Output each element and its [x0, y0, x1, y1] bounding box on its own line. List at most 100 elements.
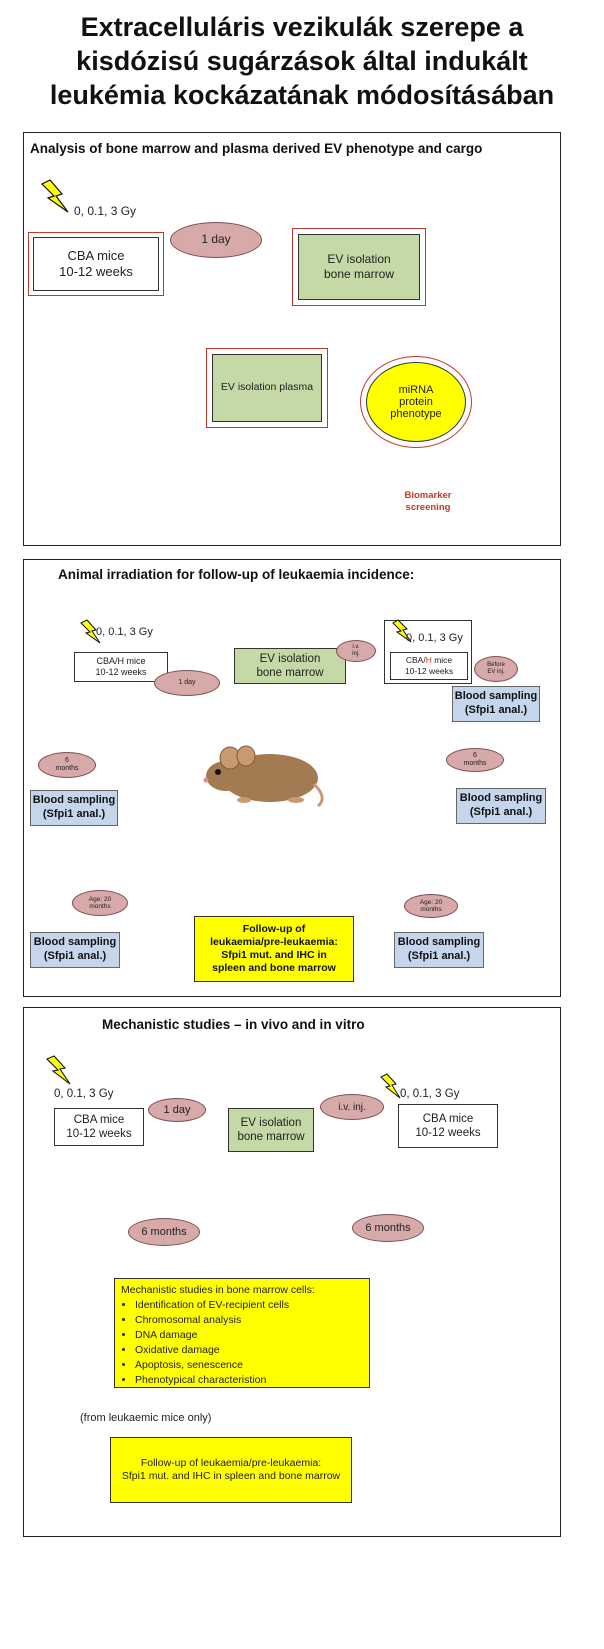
panel3-mice-left-line2: 10-12 weeks	[66, 1128, 132, 1140]
panel3-ev-line1: EV isolation	[240, 1116, 302, 1129]
age-line1: Age: 20	[88, 895, 112, 903]
panel3-iv-ellipse: i.v. inj.	[320, 1094, 384, 1120]
panel2-day-label: 1 day	[178, 679, 196, 687]
panel1-cargo-line1: miRNA	[398, 383, 434, 396]
panel1-ev-bm-frame	[292, 228, 426, 306]
panel1-ev-bm-box: EV isolation bone marrow	[298, 234, 420, 300]
panel2-age-ellipse-left: Age: 20 months	[72, 890, 128, 916]
panel2-iv-line2: inj.	[352, 651, 360, 657]
six-line2: months	[55, 765, 79, 772]
panel1-mice-box: CBA mice 10-12 weeks	[33, 237, 159, 291]
panel2-mice-right-prefix: CBA/	[405, 655, 426, 666]
panel3-mech-box: Mechanistic studies in bone marrow cells…	[114, 1278, 370, 1388]
panel3-mech-title: Mechanistic studies in bone marrow cells…	[121, 1284, 315, 1296]
blood-label: Blood sampling	[454, 690, 538, 703]
panel2-blood-box-right-bottom: Blood sampling (Sfpi1 anal.)	[394, 932, 484, 968]
panel3-six-ellipse-left: 6 months	[128, 1218, 200, 1246]
panel2-followup-line2: leukaemia/pre-leukaemia:	[210, 935, 338, 948]
blood-label: Blood sampling	[33, 936, 117, 949]
panel1-cargo-line2: protein	[399, 395, 433, 408]
panel1-cargo-ellipse: miRNA protein phenotype	[366, 362, 466, 442]
panel3-six-left-label: 6 months	[141, 1225, 187, 1238]
panel3-ev-line2: bone marrow	[237, 1131, 305, 1143]
panel2-followup-line1: Follow-up of	[242, 922, 306, 935]
age-line1: Age: 20	[419, 898, 443, 906]
panel2-mice-left-line2: 10-12 weeks	[95, 667, 147, 677]
panel3-day-ellipse: 1 day	[148, 1098, 206, 1122]
panel2-iv-line1: i.v.	[352, 644, 360, 651]
panel3-iv-label: i.v. inj.	[338, 1101, 366, 1113]
blood-label: Blood sampling	[32, 794, 116, 807]
blood-sub: (Sfpi1 anal.)	[43, 950, 107, 962]
blood-sub: (Sfpi1 anal.)	[42, 808, 106, 820]
blood-sub: (Sfpi1 anal.)	[464, 704, 528, 716]
panel1-ev-plasma-label: EV isolation plasma	[220, 381, 314, 394]
panel3-dose-right: 0, 0.1, 3 Gy	[400, 1088, 460, 1100]
panel2-followup-box: Follow-up of leukaemia/pre-leukaemia: Sf…	[194, 916, 354, 982]
panel1-day-ellipse: 1 day	[170, 222, 262, 258]
panel1-biomarker-label: Biomarker screening	[392, 484, 464, 520]
panel2-day-ellipse: 1 day	[154, 670, 220, 696]
title-line-1: Extracelluláris vezikulák szerepe a	[80, 12, 524, 42]
list-item: Apoptosis, senescence	[135, 1358, 289, 1373]
panel-ev-analysis	[23, 132, 561, 546]
panel2-mice-left-line1: CBA/H mice	[96, 655, 146, 666]
radiation-bolt-icon	[80, 619, 101, 644]
blood-sub: (Sfpi1 anal.)	[407, 950, 471, 962]
panel1-mice-frame	[28, 232, 164, 296]
panel1-mice-line2: 10-12 weeks	[59, 264, 133, 279]
panel1-ev-bm-line1: EV isolation	[327, 252, 391, 266]
panel1-ev-bm-line2: bone marrow	[323, 267, 395, 281]
panel1-mice-line1: CBA mice	[67, 247, 125, 263]
panel2-mice-left-box: CBA/H mice 10-12 weeks	[74, 652, 168, 682]
panel2-blood-box-left-mid: Blood sampling (Sfpi1 anal.)	[30, 790, 118, 826]
panel3-six-right-label: 6 months	[365, 1221, 411, 1234]
title-line-3: leukémia kockázatának módosításában	[49, 80, 555, 110]
panel2-followup-line4: spleen and bone marrow	[212, 962, 336, 975]
panel2-blood-box-right-top: Blood sampling (Sfpi1 anal.)	[452, 686, 540, 722]
six-line1: 6	[65, 757, 69, 765]
radiation-bolt-icon	[380, 1073, 401, 1099]
panel2-ev-box: EV isolation bone marrow	[234, 648, 346, 684]
radiation-bolt-icon	[46, 1055, 71, 1085]
panel2-blood-box-left-bottom: Blood sampling (Sfpi1 anal.)	[30, 932, 120, 968]
age-line2: months	[420, 906, 442, 913]
panel2-before-line1: Before	[487, 662, 505, 669]
six-line2: months	[463, 760, 487, 767]
radiation-bolt-icon	[392, 619, 412, 643]
panel2-mice-right-box: CBA/H mice 10-12 weeks	[390, 652, 468, 680]
panel2-before-ellipse: Before EV inj.	[474, 656, 518, 682]
panel3-mice-right-box: CBA mice 10-12 weeks	[398, 1104, 498, 1148]
six-line1: 6	[473, 752, 477, 760]
panel3-mech-list: Identification of EV-recipient cells Chr…	[121, 1298, 289, 1388]
panel3-followup-line1: Follow-up of leukaemia/pre-leukaemia:	[140, 1456, 322, 1469]
panel1-day-label: 1 day	[201, 232, 231, 247]
panel2-mice-right-line2: 10-12 weeks	[404, 666, 454, 676]
panel2-mice-right-line1: CBA/H mice	[406, 655, 452, 666]
list-item: DNA damage	[135, 1328, 289, 1343]
panel2-mice-right-suffix: mice	[431, 655, 453, 666]
panel2-six-ellipse-left: 6 months	[38, 752, 96, 778]
panel3-title: Mechanistic studies – in vivo and in vit…	[102, 1017, 365, 1032]
panel1-ev-plasma-frame	[206, 348, 328, 428]
panel3-followup-line2: Sfpi1 mut. and IHC in spleen and bone ma…	[121, 1470, 341, 1482]
panel1-biomarker-line2: screening	[405, 502, 451, 513]
age-line2: months	[89, 903, 111, 910]
list-item: Identification of EV-recipient cells	[135, 1298, 289, 1313]
panel2-title: Animal irradiation for follow-up of leuk…	[58, 567, 415, 582]
panel2-dose-right: 0, 0.1, 3 Gy	[406, 632, 463, 644]
panel2-mice-right-h: H	[425, 655, 432, 666]
panel2-age-ellipse-right: Age: 20 months	[404, 894, 458, 918]
list-item: Oxidative damage	[135, 1343, 289, 1358]
panel3-six-ellipse-right: 6 months	[352, 1214, 424, 1242]
panel3-mice-left-line1: CBA mice	[73, 1113, 125, 1126]
panel1-title: Analysis of bone marrow and plasma deriv…	[30, 141, 483, 156]
panel1-cargo-line3: phenotype	[390, 408, 442, 421]
panel3-day-label: 1 day	[163, 1103, 191, 1116]
panel2-followup-line3: Sfpi1 mut. and IHC in	[221, 949, 327, 961]
panel2-before-line2: EV inj.	[487, 669, 505, 675]
panel2-blood-box-right-mid: Blood sampling (Sfpi1 anal.)	[456, 788, 546, 824]
panel2-six-ellipse-right: 6 months	[446, 748, 504, 772]
panel3-mice-right-line1: CBA mice	[422, 1112, 474, 1125]
blood-label: Blood sampling	[397, 936, 481, 949]
